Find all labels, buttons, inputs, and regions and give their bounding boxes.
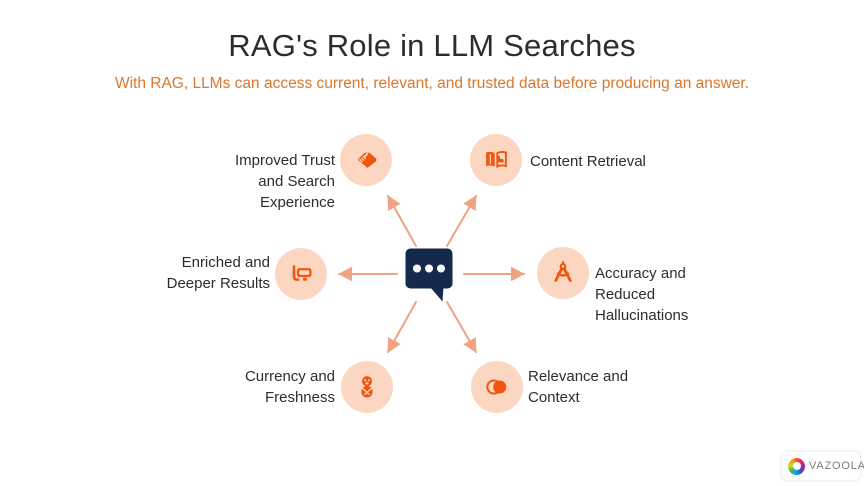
venn-overlap-icon [486, 379, 507, 395]
node-currency-freshness [341, 361, 393, 413]
label-accuracy: Accuracy and Reduced Hallucinations [595, 265, 689, 324]
open-book-hand-icon [486, 151, 507, 168]
node-accuracy [537, 247, 589, 299]
label-enriched-results: Enriched and Deeper Results [166, 254, 270, 292]
node-content-retrieval [470, 134, 522, 186]
page-subtitle: With RAG, LLMs can access current, relev… [114, 75, 750, 92]
label-currency-freshness: Currency and Freshness [244, 368, 335, 406]
node-relevance-context [471, 361, 523, 413]
snorkel-mask-icon [292, 265, 312, 281]
vazoola-ring-icon [788, 457, 805, 475]
node-improved-trust [340, 134, 392, 186]
node-enriched-results [275, 248, 327, 300]
vazoola-logo-text: VAZOOLA [809, 460, 864, 472]
chat-bubble-with-dots-icon [404, 247, 454, 303]
page-title: RAG's Role in LLM Searches [228, 28, 636, 63]
label-relevance-context: Relevance and Context [528, 368, 629, 406]
handshake-icon [358, 152, 377, 168]
label-improved-trust: Improved Trust and Search Experience [234, 152, 335, 211]
vazoola-logo: VAZOOLA [781, 451, 864, 481]
swaddled-baby-icon [361, 376, 373, 398]
label-content-retrieval: Content Retrieval [530, 153, 646, 170]
drafting-compass-icon [554, 260, 572, 282]
